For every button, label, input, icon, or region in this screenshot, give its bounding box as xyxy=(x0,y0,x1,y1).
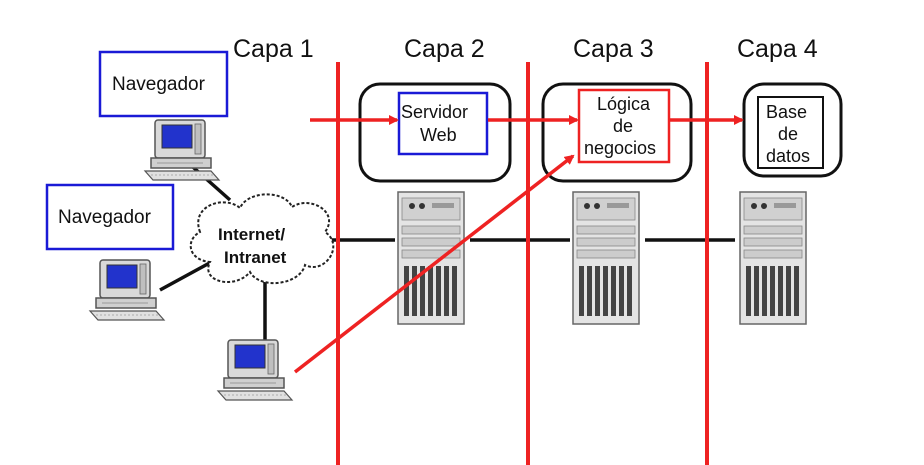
browser-label-middle: Navegador xyxy=(58,207,152,228)
web-server-label-line1: Servidor xyxy=(401,102,468,122)
client-computer-middle xyxy=(89,259,165,321)
flow-arrow-client-to-logic xyxy=(293,154,575,374)
database-label-line2: de xyxy=(778,124,798,144)
client-computer-top xyxy=(144,119,220,181)
network-links xyxy=(159,158,735,350)
web-server xyxy=(397,191,465,325)
business-logic-label-line2: de xyxy=(613,116,633,136)
database-tier: Base de datos xyxy=(742,82,843,178)
layer-title-1: Capa 1 xyxy=(233,35,314,63)
browser-label-top: Navegador xyxy=(112,74,206,95)
layer-title-3: Capa 3 xyxy=(573,35,654,63)
cloud-label-line2: Intranet xyxy=(224,248,287,267)
web-server-tier: Servidor Web xyxy=(358,82,512,183)
cloud-label-line1: Internet/ xyxy=(218,225,285,244)
client-computer-bottom xyxy=(217,339,293,401)
layer-title-2: Capa 2 xyxy=(404,35,485,63)
application-server xyxy=(572,191,640,325)
request-flow xyxy=(293,115,744,374)
database-label-line3: datos xyxy=(766,146,810,166)
layer-dividers xyxy=(336,62,709,465)
database-label-line1: Base xyxy=(766,102,807,122)
business-logic-label-line3: negocios xyxy=(584,138,656,158)
layer-title-4: Capa 4 xyxy=(737,35,818,63)
business-logic-tier: Lógica de negocios xyxy=(541,82,693,183)
business-logic-label-line1: Lógica xyxy=(597,94,651,114)
database-server xyxy=(739,191,807,325)
browser-box-middle: Navegador xyxy=(45,183,175,251)
browser-box-top: Navegador xyxy=(98,50,229,118)
web-server-label-line2: Web xyxy=(420,125,457,145)
network-cloud: Internet/ Intranet xyxy=(189,193,335,285)
